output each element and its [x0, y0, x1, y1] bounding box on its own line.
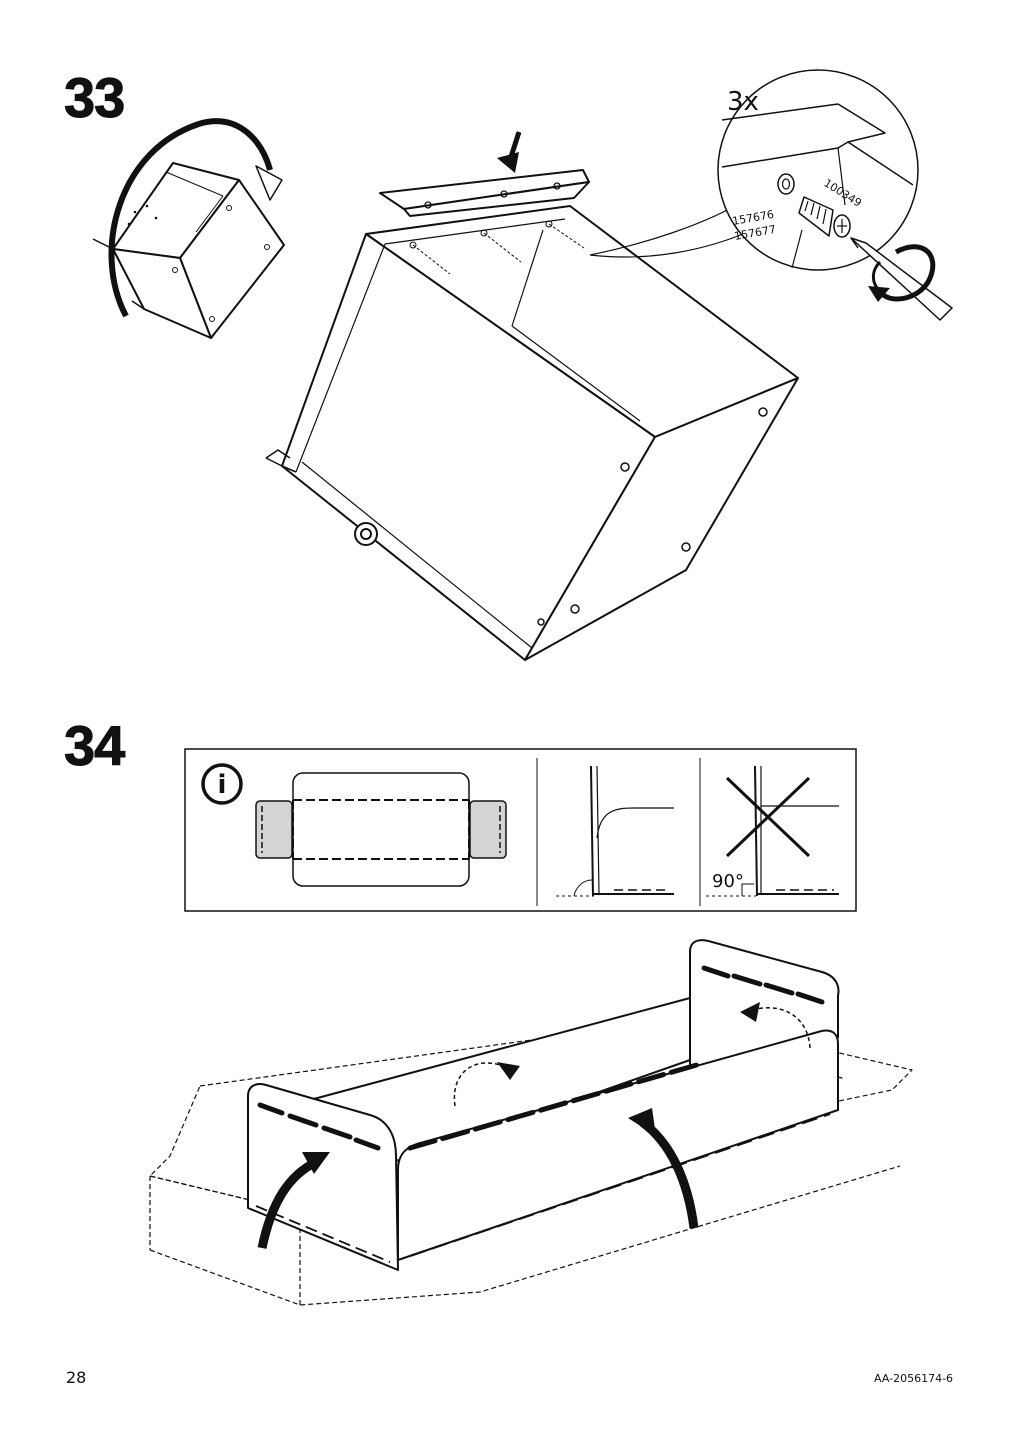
fold-hint-arrow-icon	[453, 1002, 811, 1107]
page-number: 28	[66, 1368, 87, 1387]
step-34-illustration	[149, 939, 913, 1306]
wrong-fold-diagram	[706, 765, 839, 897]
info-icon: i	[201, 763, 243, 805]
clockwise-turn-icon	[868, 244, 936, 302]
document-code: AA-2056174-6	[874, 1372, 954, 1385]
wrong-cross-icon	[725, 776, 811, 858]
top-rail-piece	[379, 169, 590, 217]
front-end-panel	[247, 1083, 399, 1271]
step-33-illustration: 3x 100349 157676 157677	[92, 69, 953, 661]
angle-label: 90°	[712, 871, 744, 892]
info-box: i 90°	[184, 748, 857, 912]
flat-panel-diagram	[255, 772, 507, 887]
front-long-side	[397, 1029, 839, 1261]
quantity-label: 3x	[727, 87, 759, 117]
info-symbol: i	[218, 770, 227, 800]
step-34-number: 34	[63, 714, 125, 777]
push-down-arrow-icon	[497, 131, 522, 173]
step-33-number: 33	[63, 66, 125, 129]
screw-detail-callout	[717, 69, 919, 271]
screwdriver-icon	[850, 237, 953, 321]
fold-up-arrow-icon	[257, 1108, 699, 1249]
small-cabinet-thumbnail	[92, 162, 285, 339]
large-cabinet	[265, 205, 799, 661]
rotate-cabinet-arrow-icon	[108, 118, 283, 318]
correct-fold-diagram	[556, 765, 674, 897]
